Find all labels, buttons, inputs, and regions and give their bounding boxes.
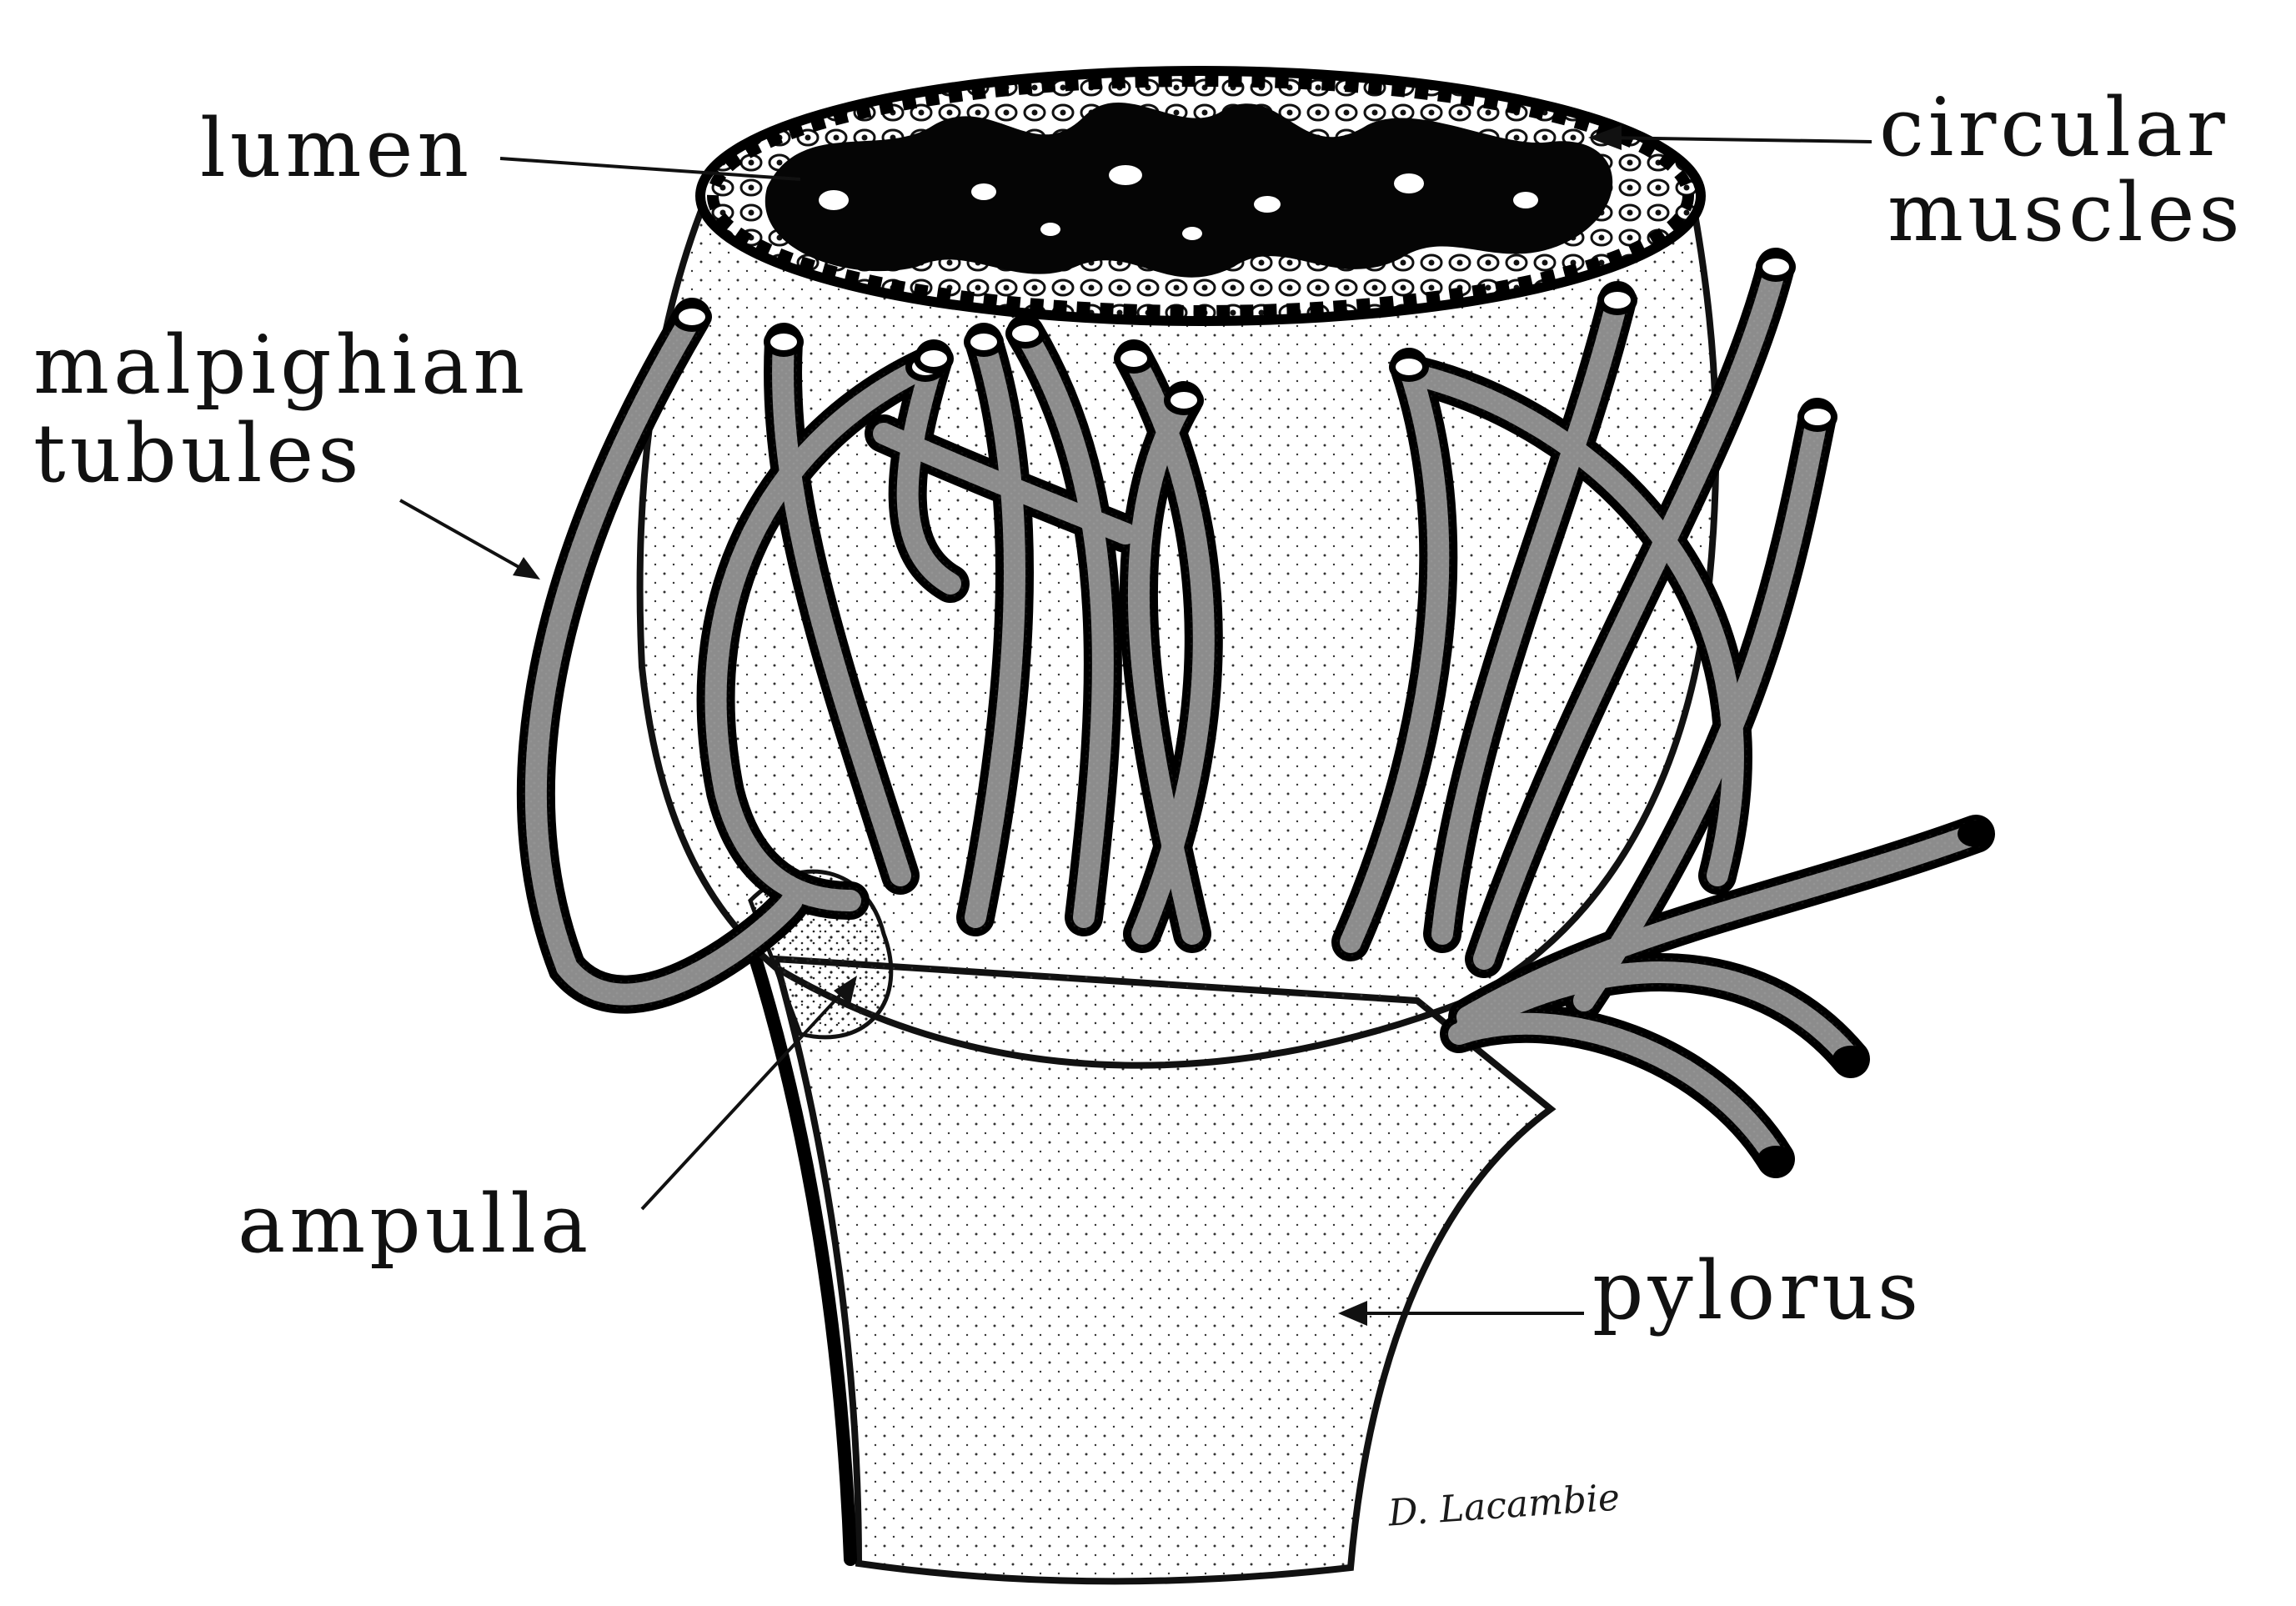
label-circular-muscles: circular muscles bbox=[1879, 88, 2244, 253]
label-malpighian-tubules-line1: malpighian bbox=[33, 325, 529, 405]
label-circular-muscles-line1: circular bbox=[1879, 88, 2244, 168]
malpighian-tubules-leader bbox=[400, 500, 534, 575]
label-pylorus: pylorus bbox=[1592, 1251, 1923, 1331]
label-lumen: lumen bbox=[200, 108, 473, 188]
malpighian-tubules-arrowhead bbox=[513, 557, 540, 580]
label-ampulla: ampulla bbox=[238, 1184, 592, 1264]
label-malpighian-tubules: malpighian tubules bbox=[33, 325, 529, 494]
label-malpighian-tubules-line2: tubules bbox=[33, 414, 529, 494]
label-circular-muscles-line2: muscles bbox=[1879, 173, 2244, 253]
